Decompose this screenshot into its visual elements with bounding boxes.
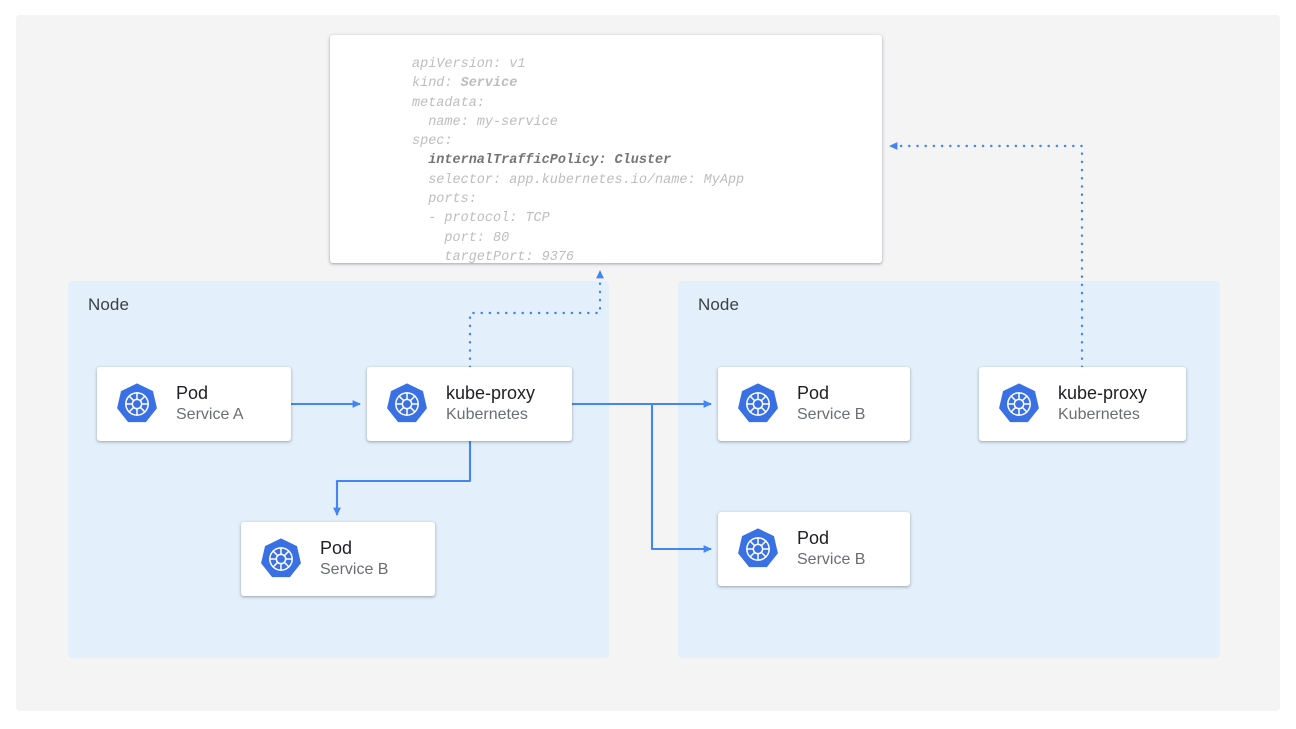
yaml-line: name: my-service bbox=[412, 114, 558, 130]
node-label-left: Node bbox=[88, 295, 130, 314]
yaml-key: kind: bbox=[412, 76, 461, 92]
card-text: Pod Service B bbox=[797, 383, 865, 425]
yaml-line: apiVersion: v1 bbox=[412, 57, 526, 72]
yaml-line: port: 80 bbox=[412, 230, 510, 246]
card-text: kube-proxy Kubernetes bbox=[446, 383, 535, 425]
card-subtitle: Kubernetes bbox=[446, 406, 528, 424]
card-title: kube-proxy bbox=[446, 382, 536, 403]
card-title: Pod bbox=[320, 537, 353, 558]
yaml-line: ports: bbox=[412, 192, 477, 208]
card-pod-service-b-right-top[interactable]: Pod Service B bbox=[718, 367, 910, 441]
service-manifest-code: apiVersion: v1 kind: Service metadata: nam… bbox=[412, 55, 744, 263]
yaml-line: kind: Service bbox=[412, 74, 744, 93]
kubernetes-icon bbox=[261, 538, 301, 578]
kubernetes-icon bbox=[999, 383, 1039, 423]
service-manifest-panel: apiVersion: v1 kind: Service metadata: nam… bbox=[330, 35, 882, 263]
card-title: Pod bbox=[797, 527, 830, 548]
yaml-line: selector: app.kubernetes.io/name: MyApp bbox=[412, 172, 745, 188]
yaml-line: targetPort: 9376 bbox=[412, 249, 575, 263]
yaml-value-bold: Service bbox=[460, 76, 518, 92]
card-title: Pod bbox=[176, 382, 209, 403]
card-subtitle: Service B bbox=[797, 406, 866, 424]
card-title: kube-proxy bbox=[1058, 382, 1148, 403]
kubernetes-icon bbox=[738, 383, 778, 423]
card-text: Pod Service B bbox=[320, 538, 388, 580]
card-pod-service-b-right-bottom[interactable]: Pod Service B bbox=[718, 512, 910, 586]
card-text: Pod Service B bbox=[797, 528, 865, 570]
yaml-line-highlight: internalTrafficPolicy: Cluster bbox=[412, 153, 672, 169]
card-subtitle: Kubernetes bbox=[1058, 406, 1140, 424]
node-zone-left: Node bbox=[68, 281, 609, 658]
card-pod-service-a[interactable]: Pod Service A bbox=[97, 367, 291, 441]
yaml-line: - protocol: TCP bbox=[412, 211, 550, 227]
card-kube-proxy-right[interactable]: kube-proxy Kubernetes bbox=[979, 367, 1186, 441]
card-text: Pod Service A bbox=[176, 383, 244, 425]
yaml-line: metadata: bbox=[412, 95, 485, 111]
card-pod-service-b-left[interactable]: Pod Service B bbox=[241, 522, 435, 596]
node-label-right: Node bbox=[698, 295, 740, 314]
card-subtitle: Service B bbox=[797, 551, 866, 569]
kubernetes-icon bbox=[387, 383, 427, 423]
card-kube-proxy-left[interactable]: kube-proxy Kubernetes bbox=[367, 367, 572, 441]
card-subtitle: Service B bbox=[320, 561, 389, 579]
card-text: kube-proxy Kubernetes bbox=[1058, 383, 1147, 425]
kubernetes-icon bbox=[117, 383, 157, 423]
kubernetes-icon bbox=[738, 528, 778, 568]
yaml-line: spec: bbox=[412, 134, 453, 150]
card-subtitle: Service A bbox=[176, 406, 244, 424]
node-zone-right: Node bbox=[678, 281, 1220, 658]
card-title: Pod bbox=[797, 382, 830, 403]
